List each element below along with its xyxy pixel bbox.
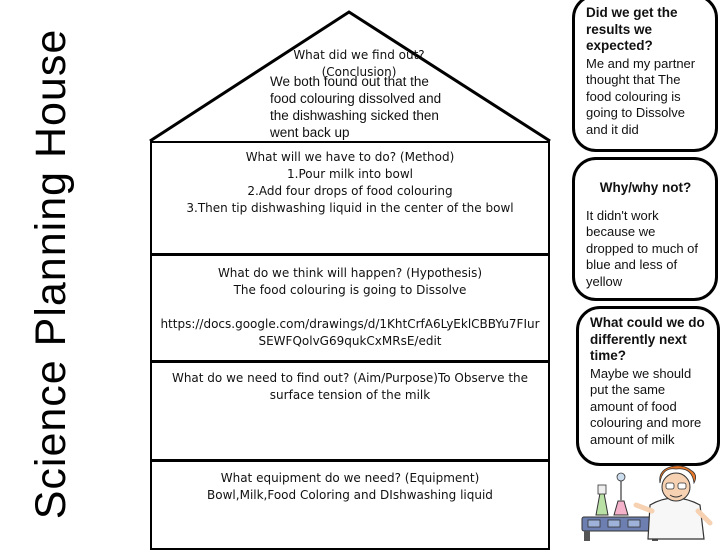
hypothesis-question: What do we think will happen? (Hypothesi… bbox=[217, 266, 483, 280]
house-roof bbox=[149, 10, 551, 143]
method-step-1[interactable]: 1.Pour milk into bowl bbox=[287, 167, 413, 181]
hypothesis-drawing-link[interactable]: https://docs.google.com/drawings/d/1KhtC… bbox=[160, 317, 540, 348]
page-title: Science Planning House bbox=[27, 28, 75, 520]
hypothesis-answer[interactable]: The food colouring is going to Dissolve bbox=[233, 283, 467, 297]
conclusion-answer[interactable]: We both found out that the food colourin… bbox=[270, 74, 442, 140]
conclusion-question: What did we find out? (Conclusion) bbox=[293, 48, 425, 79]
results-question: Did we get the results we expected? bbox=[586, 5, 678, 53]
why-answer[interactable]: It didn't work because we dropped to muc… bbox=[586, 207, 699, 289]
aim-section: What do we need to find out? (Aim/Purpos… bbox=[150, 361, 550, 461]
method-question: What will we have to do? (Method) bbox=[245, 150, 455, 164]
why-bubble: Why/why not? It didn't work because we d… bbox=[572, 157, 718, 301]
differently-bubble: What could we do differently next time? … bbox=[576, 306, 720, 466]
equipment-answer[interactable]: Bowl,Milk,Food Coloring and DIshwashing … bbox=[207, 488, 493, 502]
equipment-question: What equipment do we need? (Equipment) bbox=[220, 471, 480, 485]
results-answer[interactable]: Me and my partner thought that The food … bbox=[586, 55, 696, 137]
method-section: What will we have to do? (Method) 1.Pour… bbox=[150, 141, 550, 255]
hypothesis-section: What do we think will happen? (Hypothesi… bbox=[150, 254, 550, 362]
equipment-section: What equipment do we need? (Equipment) B… bbox=[150, 460, 550, 550]
method-step-2[interactable]: 2.Add four drops of food colouring bbox=[247, 184, 453, 198]
results-bubble: Did we get the results we expected? Me a… bbox=[572, 0, 718, 152]
scientist-clipart-icon bbox=[581, 465, 713, 541]
method-step-3[interactable]: 3.Then tip dishwashing liquid in the cen… bbox=[186, 201, 514, 215]
differently-answer[interactable]: Maybe we should put the same amount of f… bbox=[590, 365, 702, 447]
differently-question: What could we do differently next time? bbox=[590, 315, 705, 363]
aim-question[interactable]: What do we need to find out? (Aim/Purpos… bbox=[171, 371, 529, 402]
why-question: Why/why not? bbox=[599, 180, 692, 195]
